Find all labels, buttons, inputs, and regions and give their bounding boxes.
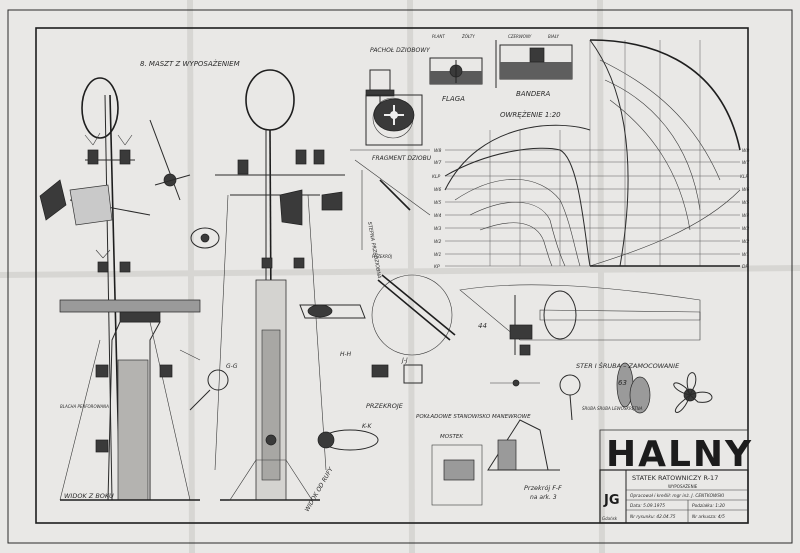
- section-ff-ref: na ark. 3: [530, 494, 557, 501]
- section-ff-label: Przekrój F-F: [524, 484, 562, 492]
- city-label: Gdańsk: [602, 516, 618, 521]
- date-line: Data: 5.09.1975: [630, 503, 665, 509]
- flag-label: FLAGA: [442, 95, 465, 103]
- mast-label: 8. MASZT Z WYPOSAŻENIEM: [140, 59, 240, 68]
- svg-text:W5: W5: [742, 200, 749, 206]
- perforated-note: BLACHA PERFOROWANA: [60, 404, 109, 409]
- lines-plan-label: OWRĘŻENIE 1:20: [500, 110, 561, 119]
- svg-text:W2: W2: [742, 239, 749, 245]
- flag-note-3: CZERWONY: [508, 34, 532, 39]
- svg-text:W6: W6: [742, 187, 749, 193]
- side-view-label: WIDOK Z BOKU: [64, 492, 114, 500]
- svg-text:W2: W2: [434, 239, 441, 245]
- section-kk-label: K-K: [362, 423, 372, 430]
- svg-text:KLP: KLP: [432, 174, 440, 180]
- bow-post-detail: [350, 69, 431, 250]
- sheet-line: Nr arkusza: 4/5: [692, 514, 725, 520]
- bow-post-label: PACHOŁ DZIOBOWY: [370, 47, 431, 54]
- svg-text:KP: KP: [434, 264, 440, 270]
- inner-border: [35, 27, 749, 524]
- rudder-propeller-detail: [459, 284, 713, 421]
- hull-lines-plan: [444, 39, 741, 267]
- svg-text:W1: W1: [742, 252, 749, 258]
- waterline-labels-left: W8 W7 KLP W6 W5 W4 W3 W2 W1 KP: [432, 148, 441, 270]
- mast-side-view: [39, 77, 220, 501]
- svg-text:W6: W6: [434, 187, 441, 193]
- stem-sub-label: PRZEKRÓJ: [372, 254, 393, 259]
- svg-text:W7: W7: [742, 160, 749, 166]
- svg-text:W3: W3: [742, 226, 749, 232]
- bridge-label: MOSTEK: [440, 434, 463, 440]
- deck-station-label: POKŁADOWE STANOWISKO MANEWROWE: [416, 414, 531, 420]
- outer-border: [7, 9, 793, 544]
- svg-text:W8: W8: [742, 148, 749, 154]
- flag-note-1: PLANT: [432, 34, 445, 39]
- svg-text:DP: DP: [742, 264, 748, 270]
- deck-station-detail: [431, 419, 560, 506]
- mast-stern-view: [214, 69, 345, 501]
- scale-line: Podziałka: 1:20: [692, 503, 725, 509]
- svg-text:W5: W5: [434, 200, 441, 206]
- ship-sub2: WYPOSAŻENIE: [668, 484, 698, 489]
- designer-logo: JG: [603, 493, 620, 508]
- sections-label: PRZEKROJE: [366, 402, 404, 410]
- num-44: 44: [478, 322, 487, 330]
- svg-text:W3: W3: [434, 226, 441, 232]
- svg-text:W7: W7: [434, 160, 441, 166]
- svg-text:KLP: KLP: [740, 174, 748, 180]
- ship-name: HALNY: [606, 434, 753, 475]
- svg-text:W1: W1: [434, 252, 441, 258]
- sections-detail: [179, 274, 456, 451]
- bow-fragment-label: FRAGMENT DZIOBU: [372, 155, 432, 162]
- flag-note-4: BIAŁY: [548, 34, 560, 39]
- section-jj-label: J-J: [401, 357, 408, 364]
- num-63: 63: [618, 379, 627, 387]
- rudder-label: STER I ŚRUBA – ZAMOCOWANIE: [576, 361, 680, 370]
- svg-text:W4: W4: [742, 213, 749, 219]
- title-block: [599, 429, 749, 524]
- flags-detail: [429, 40, 573, 88]
- author-line: Opracował i kreślił: mgr inż. J. CENTKOW…: [630, 492, 725, 499]
- stern-view-label: WIDOK OD RUFY: [304, 465, 336, 513]
- propeller-note: ŚRUBA ŚRUBA LEWOSKRĘTNA: [582, 406, 643, 411]
- section-hh-label: H-H: [340, 351, 352, 358]
- ship-subtitle: STATEK RATOWNICZY R-17: [632, 474, 718, 482]
- drawing-no-line: Nr rysunku: 42.04.75: [630, 514, 676, 520]
- svg-text:W4: W4: [434, 213, 441, 219]
- svg-text:W8: W8: [434, 148, 441, 154]
- waterline-labels-right: W8 W7 KLP W6 W5 W4 W3 W2 W1 DP: [740, 148, 749, 270]
- ensign-label: BANDERA: [516, 90, 551, 98]
- section-gg-label: G-G: [226, 363, 238, 370]
- flag-note-2: ŻÓŁTY: [461, 34, 475, 39]
